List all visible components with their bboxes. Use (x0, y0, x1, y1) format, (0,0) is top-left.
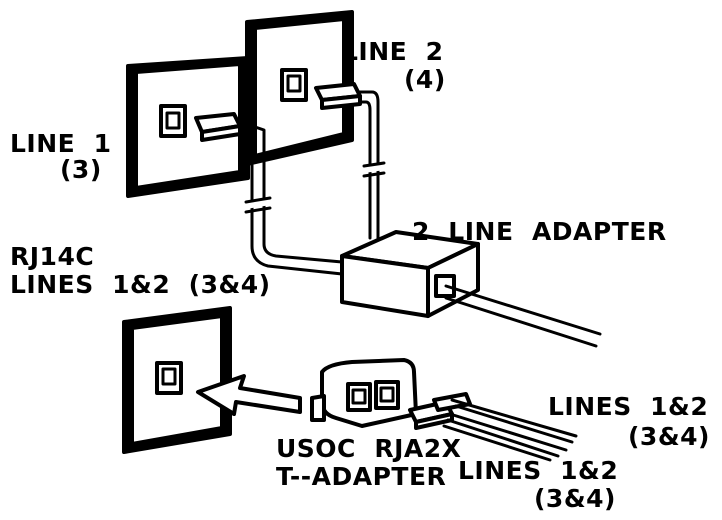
label-rj14c: RJ14C (10, 242, 95, 271)
label-lines-1-2-bottom: LINES 1&2 (458, 456, 619, 485)
label-line-1: LINE 1 (10, 129, 112, 158)
label-lines-1-2-right-sub: (3&4) (628, 422, 710, 451)
wall-jack-line-1 (126, 56, 250, 198)
two-line-adapter (340, 230, 480, 318)
wall-jack-line-2 (245, 10, 354, 166)
cord-line-1 (194, 112, 344, 276)
label-lines-1-2-right: LINES 1&2 (548, 392, 709, 421)
t-adapter (310, 358, 418, 428)
adapter-output-cord (444, 284, 602, 348)
wall-jack-rj14c (122, 306, 232, 454)
label-lines-1-2-top: LINES 1&2 (3&4) (10, 270, 271, 299)
label-line-2: LINE 2 (342, 37, 444, 66)
label-usoc-rja2x: USOC RJA2X (276, 434, 462, 463)
insert-arrow (196, 374, 302, 416)
label-line-1-sub: (3) (60, 155, 102, 184)
label-t-adapter: T--ADAPTER (276, 462, 447, 491)
label-line-2-sub: (4) (404, 65, 446, 94)
t-adapter-cords (442, 398, 578, 462)
label-lines-1-2-bottom-sub: (3&4) (534, 484, 616, 513)
label-two-line-adapter: 2 LINE ADAPTER (412, 217, 667, 246)
cord-line-2 (314, 82, 386, 240)
